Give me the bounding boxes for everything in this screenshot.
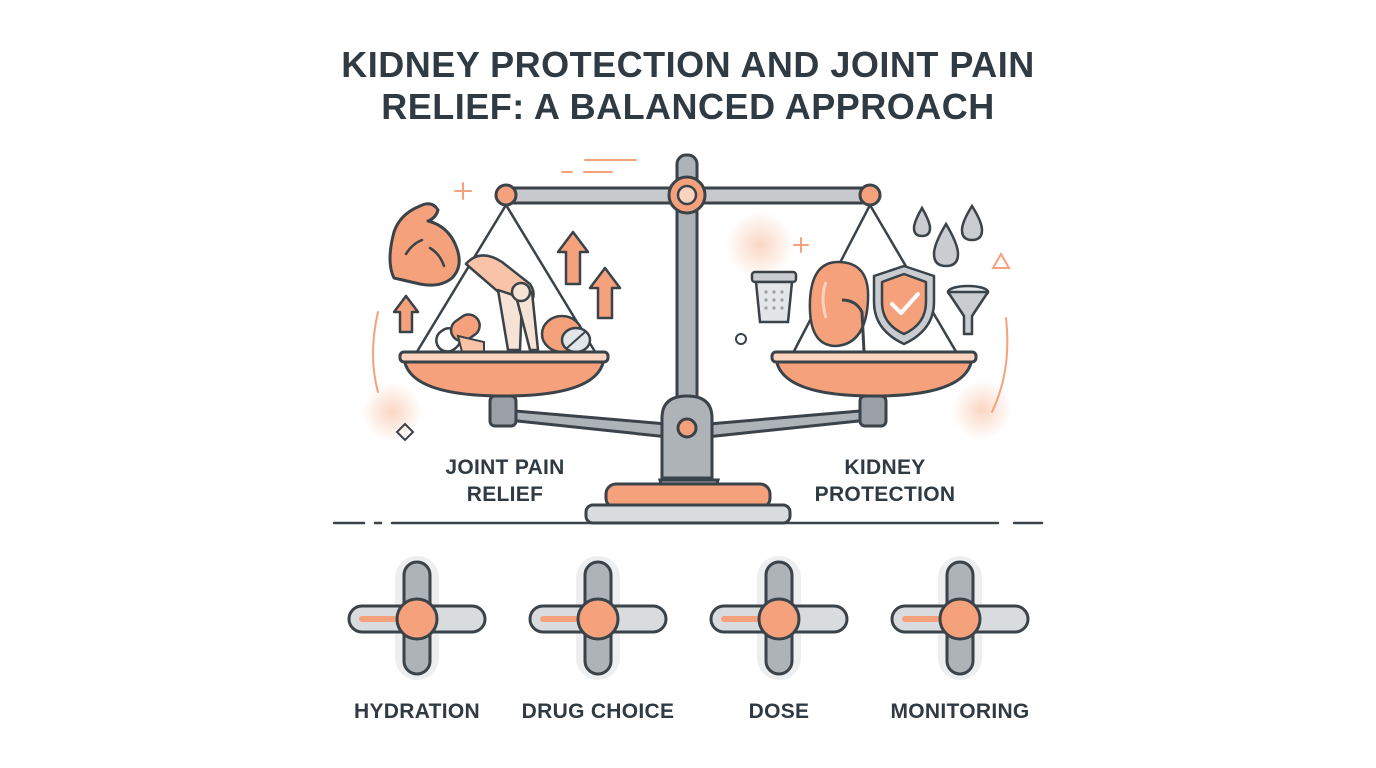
water-drop-icon [912,203,984,268]
lower-arm-end [488,394,518,428]
kidney-protection-label: KIDNEY PROTECTION [790,454,980,508]
left-pan [402,356,606,398]
right-pan-rim [770,350,978,364]
shield-check-icon [872,264,936,346]
left-pan-contents [388,202,622,354]
factor-control-drug-choice [498,556,698,680]
knee-joint-icon [464,254,540,352]
lower-arm [695,408,874,440]
factor-control-dose [679,556,879,680]
beam-pivot-inner [676,184,698,206]
factor-control-monitoring [860,556,1060,680]
cross-slider-icon [528,556,668,680]
filter-icon [750,270,798,324]
diamond-decoration [395,422,415,442]
lower-arm [502,408,680,440]
flexed-arm-icon [388,202,461,287]
right-label-line-2: PROTECTION [814,483,956,506]
scale-base-lower [584,503,792,525]
up-arrow-icon [392,230,622,334]
beam-end-knob [858,183,882,207]
factor-label-hydration: HYDRATION [354,700,480,723]
glow-decoration [952,380,1012,440]
decorative-sparkles [372,159,1011,413]
title-line-2: RELIEF: A BALANCED APPROACH [381,86,995,127]
center-hub-bolt [676,417,698,439]
cross-slider-icon [347,556,487,680]
factor-control-hydration [317,556,517,680]
glow-decoration [726,211,794,279]
beam-end-knob [494,183,518,207]
title-line-1: KIDNEY PROTECTION AND JOINT PAIN [341,44,1035,85]
tablet-pill-icon [540,314,592,354]
ring-decoration [735,333,747,345]
left-label-line-2: RELIEF [466,483,544,506]
right-pan-contents [750,203,990,353]
capsule-pill-icon [435,313,481,353]
right-pan [774,356,974,398]
factor-label-drug-choice: DRUG CHOICE [521,700,675,723]
cross-slider-icon [890,556,1030,680]
page-title: KIDNEY PROTECTION AND JOINT PAIN RELIEF:… [0,44,1376,128]
funnel-icon [946,284,990,336]
factor-label-dose: DOSE [748,700,810,723]
factor-label-monitoring: MONITORING [890,700,1030,723]
lower-arm-end [858,394,888,428]
right-label-line-1: KIDNEY [844,456,926,479]
left-label-line-1: JOINT PAIN [445,456,565,479]
left-pan-rim [398,350,610,364]
kidney-icon [808,260,870,353]
cross-slider-icon [709,556,849,680]
joint-pain-relief-label: JOINT PAIN RELIEF [420,454,590,508]
